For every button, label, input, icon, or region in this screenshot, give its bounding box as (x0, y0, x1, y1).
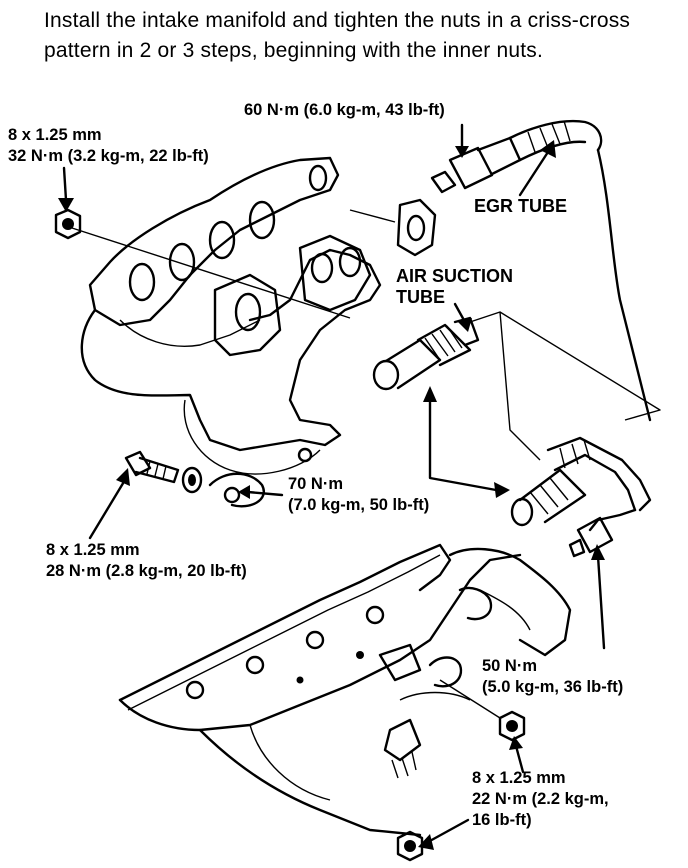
egr-tube-line (469, 148, 661, 461)
air-suction-hose (372, 316, 480, 391)
lower-right-nut-size: 8 x 1.25 mm (472, 769, 566, 787)
egr-upper-fitting (430, 119, 603, 194)
air-suction-line1: AIR SUCTION (396, 266, 513, 286)
lower-left-bolt-label: 8 x 1.25 mm 28 N·m (2.8 kg-m, 20 lb-ft) (46, 540, 247, 582)
intake-manifold-upper (71, 156, 396, 508)
instruction-text: Install the intake manifold and tighten … (44, 9, 631, 62)
leader-arrows (58, 123, 606, 850)
egr-fitting-torque-label: 60 N·m (6.0 kg-m, 43 lb-ft) (244, 101, 445, 119)
air-suction-tube-label: AIR SUCTION TUBE (396, 266, 513, 308)
top-left-nut-torque: 32 N·m (3.2 kg-m, 22 lb-ft) (8, 147, 209, 165)
egr-lower-fitting-line2: (5.0 kg-m, 36 lb-ft) (482, 678, 624, 696)
air-suction-torque-line1: 70 N·m (288, 475, 344, 493)
cylinder-head (118, 543, 572, 837)
lower-right-nut-torque-line2: 16 lb-ft) (472, 811, 532, 829)
lower-left-bolt-size: 8 x 1.25 mm (46, 541, 140, 559)
lower-left-bolt (124, 450, 203, 494)
lower-right-nut-label: 8 x 1.25 mm 22 N·m (2.2 kg-m, 16 lb-ft) (472, 768, 609, 831)
top-left-nut (54, 208, 82, 240)
bottom-nut (396, 830, 424, 862)
air-suction-torque-line2: (7.0 kg-m, 50 lb-ft) (288, 496, 430, 514)
air-suction-line2: TUBE (396, 287, 445, 307)
top-left-nut-label: 8 x 1.25 mm 32 N·m (3.2 kg-m, 22 lb-ft) (8, 125, 209, 167)
lower-fittings (510, 436, 652, 558)
egr-lower-fitting-label: 50 N·m (5.0 kg-m, 36 lb-ft) (482, 656, 623, 698)
lower-right-nut-torque-line1: 22 N·m (2.2 kg-m, (472, 790, 609, 808)
lower-left-bolt-torque: 28 N·m (2.8 kg-m, 20 lb-ft) (46, 562, 247, 580)
lower-right-nut (439, 679, 526, 742)
top-left-nut-size: 8 x 1.25 mm (8, 126, 102, 144)
egr-gasket (396, 198, 437, 257)
egr-lower-fitting-line1: 50 N·m (482, 657, 538, 675)
egr-tube-label: EGR TUBE (474, 196, 568, 216)
air-suction-torque-label: 70 N·m (7.0 kg-m, 50 lb-ft) (288, 474, 429, 516)
